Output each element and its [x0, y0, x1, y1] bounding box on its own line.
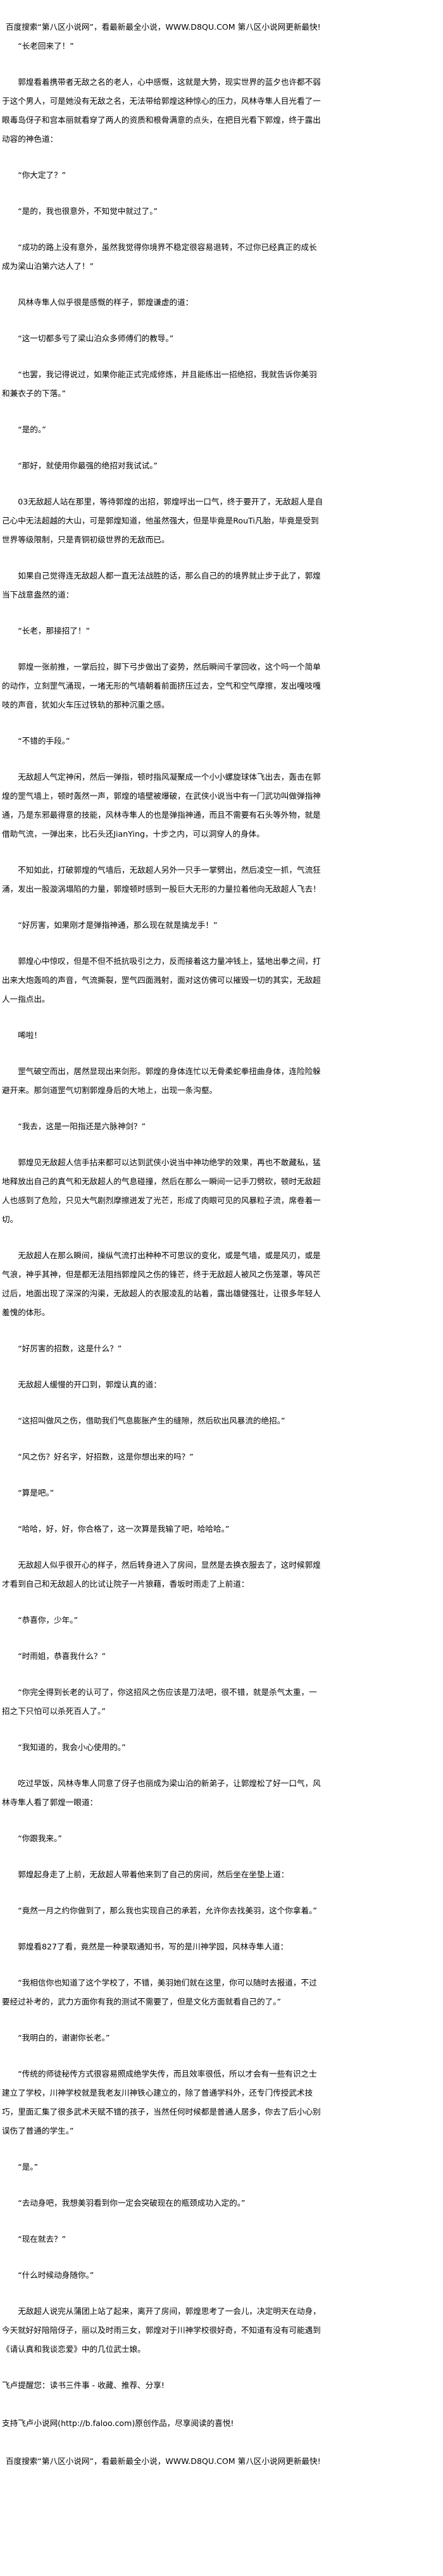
- support-text: 支持飞卢小说网(http://b.faloo.com)原创作品，尽享阅读的喜悦!: [2, 2418, 234, 2428]
- paragraph: 吃过早饭，风林寺隼人同意了伢子也丽成为梁山泊的新弟子，让郭煌松了好一口气，风林寺…: [2, 1779, 321, 1807]
- paragraph: “时雨姐，恭喜我什么？”: [18, 1651, 106, 1661]
- paragraph: 无敌超人缓慢的开口到，郭煌认真的道：: [18, 1380, 161, 1389]
- paragraph: “我相信你也知道了这个学校了，不错，美羽她们就在这里，你可以随时去报道，不过要经…: [2, 1978, 317, 2006]
- paragraph: “什么时候动身随你。”: [18, 2270, 94, 2280]
- paragraph: “是的。”: [18, 425, 46, 434]
- chapter-page: 百度搜索“第八区小说网”，看最新最全小说，WWW.D8QU.COM 第八区小说网…: [2, 22, 325, 2466]
- paragraph: 无敌超人气定神闲，然后一弹指，顿时指风凝聚成一个小小螺旋球体飞出去，轰击在郭煌的…: [2, 772, 321, 839]
- paragraph: “现在就去？”: [18, 2234, 66, 2244]
- paragraph: “你完全得到长老的认可了，你这招风之伤应该是刀法吧，很不错，就是杀气太重，一招之…: [2, 1687, 317, 1716]
- paragraph: “竟然一月之约你做到了，那么我也实现自己的承若，允许你去找美羽，这个你拿着。”: [18, 1906, 317, 1915]
- paragraph: 03无敌超人站在那里，等待郭煌的出招，郭煌呼出一口气，终于要开了，无敌超人是自己…: [2, 497, 323, 544]
- paragraph: “我明白的，谢谢你长老。”: [18, 2033, 110, 2042]
- chapter-body: “长老回来了！” 郭煌看着携带者无敌之名的老人，心中感慨，这就是大势，现实世界的蓝…: [2, 37, 325, 2359]
- paragraph: “我去，这是一阳指还是六脉神剑？”: [18, 1122, 146, 1131]
- paragraph: 郭煌看着携带者无敌之名的老人，心中感慨，这就是大势，现实世界的蓝夕也许都不弱于这…: [2, 77, 321, 144]
- paragraph: 风林寺隼人似乎很是感慨的样子，郭煌谦虚的道：: [18, 297, 194, 307]
- paragraph: “好厉害的招数，这是什么？”: [18, 1344, 122, 1353]
- paragraph: 无敌超人说完从蒲团上站了起来，离开了房间，郭煌思考了一会儿，决定明天在动身，今天…: [2, 2306, 321, 2354]
- paragraph: 郭煌见无敌超人信手拈来都可以达到武侠小说当中神功绝学的效果，再也不敢藏私，猛地释…: [2, 1158, 321, 1224]
- paragraph: 罡气破空而出，居然显现出来剑形。郭煌的身体连忙以无骨柔蛇拳扭曲身体，连险险躲避开…: [2, 1066, 321, 1095]
- paragraph: “是。”: [18, 2162, 39, 2172]
- paragraph: “长老，那接招了！”: [18, 626, 90, 635]
- paragraph: 郭煌心中惊叹，但是不但不抵抗吸引之力，反而接着这力量冲钱上，猛地出拳之间，打出来…: [2, 956, 321, 1004]
- paragraph: “成功的路上没有意外，虽然我觉得你境界不稳定很容易退转，不过你已经真正的成长成为…: [2, 242, 317, 271]
- paragraph: “好厉害，如果刚才是弹指神通，那么现在就是擒龙手！”: [18, 920, 218, 930]
- paragraph: 无敌超人在那么瞬间，操纵气流打出种种不可思议的变化，或是气墙，或是风刃，或是气浪…: [2, 1251, 321, 1317]
- paragraph: “哈哈，好，好，你合格了，这一次算是我输了吧，哈哈哈。”: [18, 1524, 230, 1534]
- paragraph: “去动身吧，我想美羽看到你一定会突破现在的瓶颈成功入定的。”: [18, 2198, 246, 2208]
- paragraph: “你大定了？”: [18, 170, 66, 180]
- paragraph: “也罢，我记得说过，如果你能正式完成修炼，并且能练出一招绝招，我就告诉你美羽和兼…: [2, 370, 317, 398]
- paragraph: 不知如此，打破郭煌的气墙后，无敌超人另外一只手一掌劈出，然后凌空一抓，气流狂涌，…: [2, 865, 321, 894]
- paragraph: “这一切都多亏了梁山泊众多师傅们的教导。”: [18, 334, 174, 343]
- paragraph: “那好，就使用你最强的绝招对我试试。”: [18, 461, 158, 470]
- site-banner-bottom: 百度搜索“第八区小说网”，看最新最全小说，WWW.D8QU.COM 第八区小说网…: [6, 2456, 321, 2466]
- paragraph: 郭煌一张前推，一掌后拉，脚下弓步做出了姿势，然后瞬间千掌回收，这个吗一个简单的动…: [2, 662, 321, 710]
- paragraph: 郭煌起身走了上前，无敌超人带着他来到了自己的房间，然后坐在坐垫上道：: [18, 1870, 289, 1879]
- reminder-text: 飞卢提醒您：读书三件事 - 收藏、推荐、分享!: [2, 2380, 165, 2390]
- paragraph: “恭喜你，少年。”: [18, 1615, 78, 1625]
- paragraph: “长老回来了！”: [18, 41, 74, 51]
- paragraph: “传统的师徒秘传方式很容易照成绝学失传，而且效率很低，所以才会有一些有识之士建立…: [2, 2069, 321, 2135]
- paragraph: “我知道的，我会小心使用的。”: [18, 1742, 126, 1752]
- paragraph: 无敌超人似乎很开心的样子，然后转身进入了房间，显然是去换衣服去了，这时候郭煌才看…: [2, 1560, 321, 1589]
- paragraph: “不错的手段。”: [18, 736, 70, 746]
- paragraph: “这招叫做风之伤，借助我们气息膨胀产生的缝隙，然后砍出风暴流的绝招。”: [18, 1416, 285, 1425]
- paragraph: “是的，我也很意外，不知觉中就过了。”: [18, 206, 158, 216]
- site-banner-top: 百度搜索“第八区小说网”，看最新最全小说，WWW.D8QU.COM 第八区小说网…: [6, 22, 321, 32]
- paragraph: “风之伤？好名字，好招数，这是你想出来的吗？”: [18, 1452, 194, 1461]
- paragraph: 如果自己觉得连无敌超人都一直无法战胜的话，那么自己的的境界就止步于此了，郭煌当下…: [2, 571, 321, 599]
- paragraph: 郭煌看827了看，竟然是一种录取通知书，写的是川神学园，风林寺隼人道：: [18, 1942, 289, 1951]
- paragraph: “你跟我来。”: [18, 1834, 62, 1843]
- paragraph: “算是吧。”: [18, 1488, 54, 1497]
- paragraph: 唏啦！: [18, 1030, 42, 1040]
